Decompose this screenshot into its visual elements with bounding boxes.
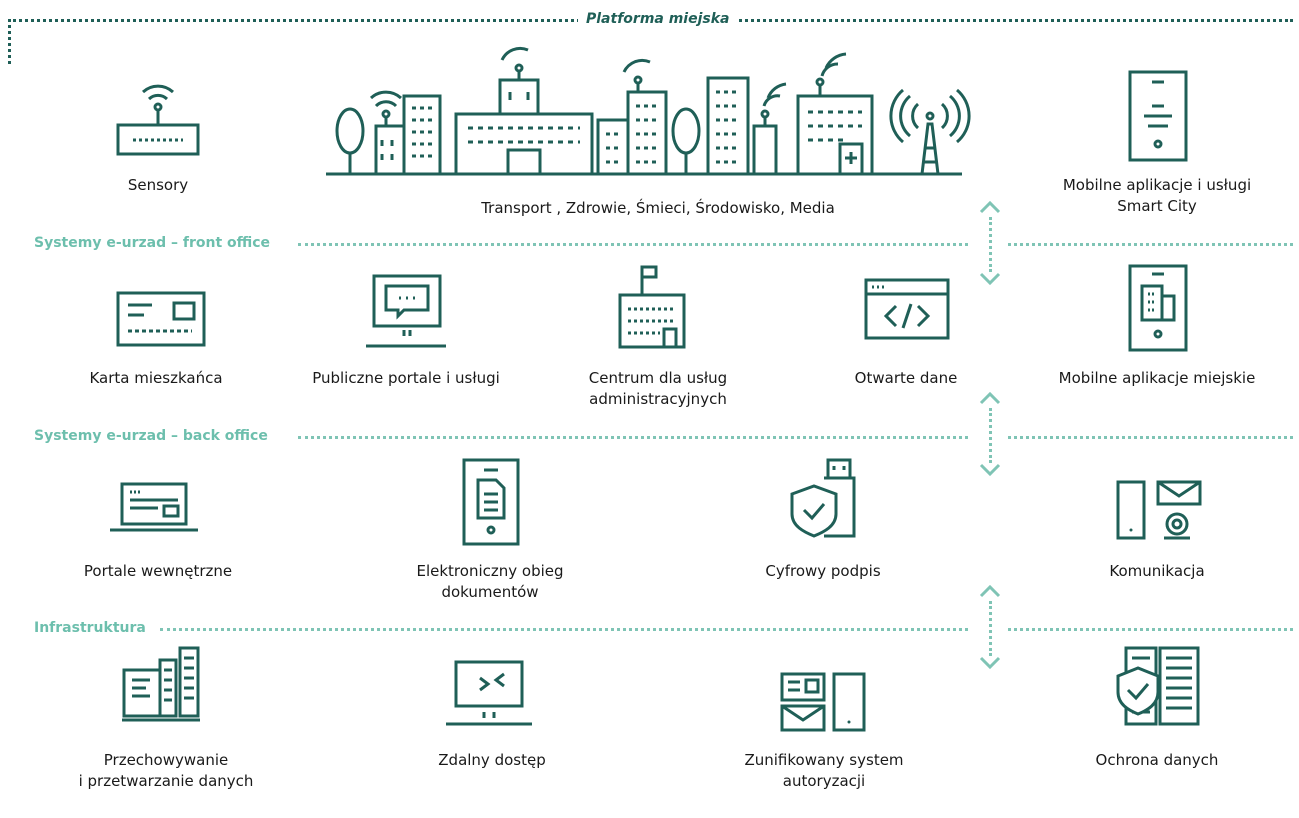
arrow-up-icon: [979, 200, 1001, 214]
label-admin-center-line2: administracyjnych: [589, 390, 727, 408]
arrow-down-icon: [979, 656, 1001, 670]
document-phone-icon: [462, 458, 520, 546]
label-city-domains: Transport , Zdrowie, Śmieci, Środowisko,…: [481, 199, 835, 217]
server-storage-icon: [122, 646, 200, 722]
code-window-icon: [864, 278, 950, 340]
communication-devices-icon: [1116, 480, 1202, 540]
front-office-divider: [298, 243, 968, 246]
front-office-divider-right: [1008, 243, 1293, 246]
city-skyline-icon: [326, 46, 971, 176]
label-unified-auth-line2: autoryzacji: [782, 772, 866, 790]
usb-shield-icon: [790, 458, 856, 538]
label-unified-auth-line1: Zunifikowany system: [744, 751, 904, 769]
arrow-shaft: [989, 601, 992, 656]
label-admin-center: Centrum dla usług administracyjnych: [589, 368, 727, 410]
arrow-down-icon: [979, 272, 1001, 286]
label-data-protection: Ochrona danych: [1095, 751, 1219, 769]
arrow-shaft: [989, 217, 992, 272]
label-unified-auth: Zunifikowany system autoryzacji: [744, 750, 903, 792]
back-office-divider-right: [1008, 436, 1293, 439]
label-edoc-line2: dokumentów: [441, 583, 539, 601]
page-title: Platforma miejska: [578, 11, 738, 27]
office-building-icon: [618, 265, 686, 349]
label-admin-center-line1: Centrum dla usług: [588, 369, 728, 387]
section-front-office: Systemy e-urzad – front office: [34, 235, 277, 251]
smartphone-icon: [1128, 70, 1188, 162]
label-sensors: Sensory: [127, 176, 189, 194]
monitor-chat-icon: [366, 274, 446, 348]
section-back-office: Systemy e-urzad – back office: [34, 428, 274, 444]
label-open-data: Otwarte dane: [854, 369, 958, 387]
arrow-shaft: [989, 408, 992, 463]
laptop-portal-icon: [110, 482, 198, 532]
label-resident-card: Karta mieszkańca: [89, 369, 223, 387]
router-sensor-icon: [116, 84, 200, 156]
mobile-city-app-icon: [1128, 264, 1188, 352]
label-communication: Komunikacja: [1109, 562, 1205, 580]
back-office-divider: [298, 436, 968, 439]
left-border-line: [8, 19, 11, 64]
label-storage-line1: Przechowywanie: [103, 751, 229, 769]
data-protection-server-icon: [1116, 646, 1200, 726]
label-mobile-services-line2: Smart City: [1117, 197, 1197, 215]
label-mobile-services: Mobilne aplikacje i usługi Smart City: [1063, 175, 1251, 217]
infrastructure-divider: [160, 628, 968, 631]
arrow-up-icon: [979, 391, 1001, 405]
label-internal-portals: Portale wewnętrzne: [83, 562, 233, 580]
label-digital-signature: Cyfrowy podpis: [765, 562, 881, 580]
arrow-up-icon: [979, 584, 1001, 598]
arrow-down-icon: [979, 463, 1001, 477]
unified-auth-icon: [780, 672, 866, 732]
label-storage: Przechowywanie i przetwarzanie danych: [79, 750, 254, 792]
label-mobile-services-line1: Mobilne aplikacje i usługi: [1062, 176, 1252, 194]
infrastructure-divider-right: [1008, 628, 1293, 631]
id-card-icon: [116, 291, 206, 347]
section-infrastructure: Infrastruktura: [34, 620, 152, 636]
label-storage-line2: i przetwarzanie danych: [78, 772, 254, 790]
label-public-portals: Publiczne portale i usługi: [312, 369, 500, 387]
label-edoc-line1: Elektroniczny obieg: [416, 562, 564, 580]
label-city-apps: Mobilne aplikacje miejskie: [1058, 369, 1256, 387]
remote-terminal-icon: [446, 660, 532, 726]
label-edoc: Elektroniczny obieg dokumentów: [416, 561, 563, 603]
label-remote-access: Zdalny dostęp: [438, 751, 546, 769]
